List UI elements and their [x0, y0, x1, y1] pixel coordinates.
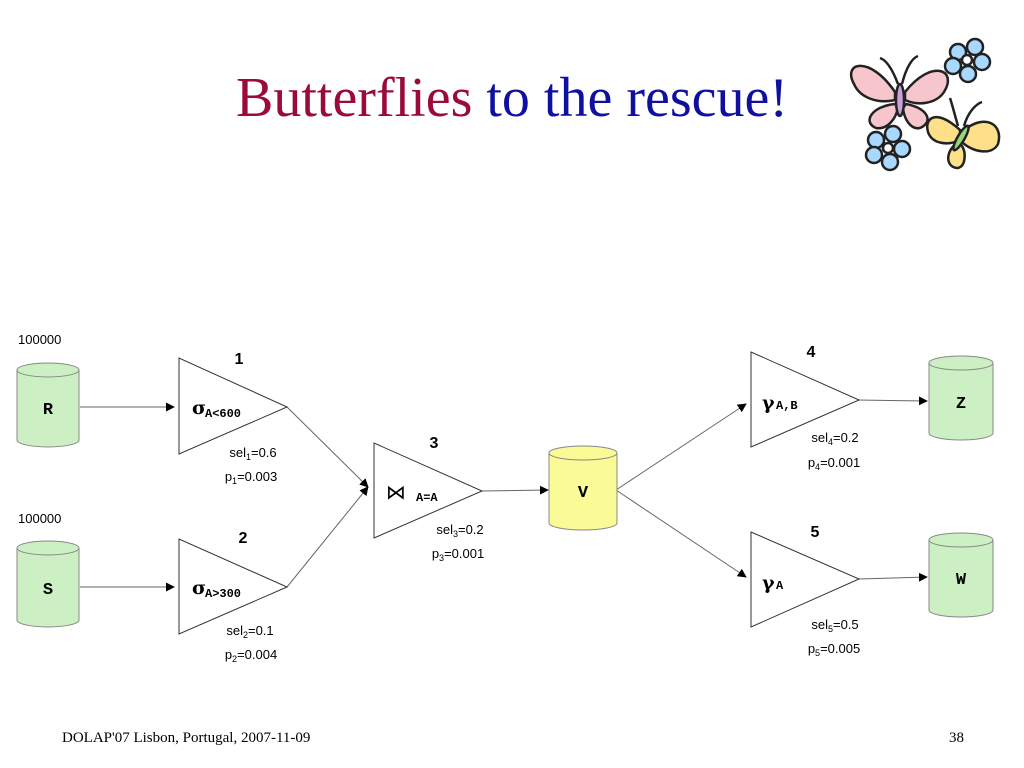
operator-number: 5 — [811, 524, 820, 541]
page-number: 38 — [949, 730, 964, 746]
source-label: S — [43, 581, 53, 600]
probability-label: p1=0.003 — [225, 469, 277, 486]
edge-op1-to-op3 — [286, 406, 369, 488]
selectivity-label: sel5=0.5 — [811, 617, 858, 634]
cardinality-label: 100000 — [18, 332, 61, 347]
operator-3-join: 3 ⋈ A=A sel3=0.2 p3=0.001 — [373, 435, 484, 563]
butterfly-yellow-icon — [926, 97, 1001, 170]
target-z: Z — [928, 355, 994, 441]
edge-v-to-op4 — [615, 403, 747, 491]
operator-symbol: γ — [762, 392, 775, 414]
operator-number: 4 — [807, 344, 816, 361]
operator-subscript: A=A — [416, 491, 438, 505]
flower-icon — [864, 124, 912, 172]
probability-label: p2=0.004 — [225, 647, 277, 664]
selectivity-label: sel4=0.2 — [811, 430, 858, 447]
operator-subscript: A<600 — [205, 407, 241, 421]
operator-number: 3 — [430, 435, 439, 452]
operator-number: 2 — [239, 530, 248, 547]
operator-subscript: A,B — [776, 399, 798, 413]
butterflies-clipart — [850, 37, 1001, 172]
operator-2-selection: 2 σ A>300 sel2=0.1 p2=0.004 — [178, 530, 289, 664]
edge-op3-to-v — [480, 485, 549, 495]
butterfly-pink-icon — [850, 54, 950, 130]
title-part-butterflies: Butterflies — [235, 67, 473, 129]
source-label: R — [43, 401, 54, 420]
flower-icon — [943, 37, 992, 84]
target-w: W — [928, 532, 994, 618]
operator-symbol: ⋈ — [386, 480, 406, 504]
edge-op5-to-w — [857, 572, 928, 582]
slide-title: Butterflies to the rescue! — [0, 58, 1024, 138]
target-label: Z — [956, 395, 966, 414]
edge-op4-to-z — [857, 396, 928, 406]
selectivity-label: sel1=0.6 — [229, 445, 276, 462]
view-label: V — [578, 484, 589, 503]
edge-op2-to-op3 — [286, 486, 369, 588]
probability-label: p4=0.001 — [808, 455, 860, 472]
probability-label: p5=0.005 — [808, 641, 860, 658]
operator-subscript: A>300 — [205, 587, 241, 601]
operator-symbol: σ — [192, 397, 206, 419]
operator-5-aggregation: 5 γ A sel5=0.5 p5=0.005 — [750, 524, 861, 658]
operator-symbol: σ — [192, 577, 206, 599]
view-v: V — [548, 445, 618, 531]
footer-citation: DOLAP'07 Lisbon, Portugal, 2007-11-09 — [62, 730, 311, 746]
edge-v-to-op5 — [615, 489, 747, 578]
target-label: W — [956, 571, 967, 590]
source-s: S 100000 — [16, 511, 80, 628]
title-part-rescue: to the rescue! — [472, 67, 789, 129]
edges — [80, 396, 928, 592]
selectivity-label: sel3=0.2 — [436, 522, 483, 539]
operator-symbol: γ — [762, 572, 775, 594]
source-r: R 100000 — [16, 332, 80, 448]
operator-number: 1 — [235, 351, 244, 368]
selectivity-label: sel2=0.1 — [226, 623, 273, 640]
cardinality-label: 100000 — [18, 511, 61, 526]
probability-label: p3=0.001 — [432, 546, 484, 563]
operator-subscript: A — [776, 579, 784, 593]
operator-4-aggregation: 4 γ A,B sel4=0.2 p4=0.001 — [750, 344, 861, 472]
operator-1-selection: 1 σ A<600 sel1=0.6 p1=0.003 — [178, 351, 289, 486]
